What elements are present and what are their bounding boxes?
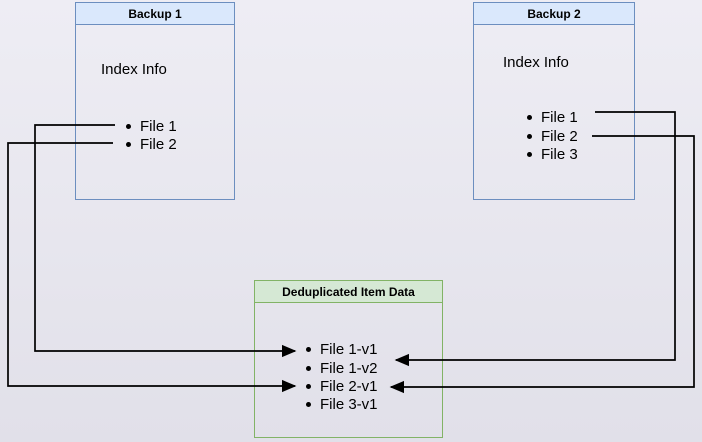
backup1-item-file2-label: File 2 <box>140 135 177 153</box>
dedup-item-file1-v1-label: File 1-v1 <box>320 340 378 358</box>
backup1-node: Backup 1 Index Info File 1 File 2 <box>75 2 235 200</box>
dedup-item-file2-v1-label: File 2-v1 <box>320 377 378 395</box>
dedup-item-file3-v1: File 3-v1 <box>306 395 378 413</box>
bullet-icon <box>527 114 532 120</box>
backup1-item-file2: File 2 <box>126 135 177 153</box>
bullet-icon <box>126 123 131 129</box>
dedup-item-file1-v2-label: File 1-v2 <box>320 359 378 377</box>
dedup-node: Deduplicated Item Data File 1-v1 File 1-… <box>254 280 443 438</box>
bullet-icon <box>126 141 131 147</box>
bullet-icon <box>527 133 532 139</box>
bullet-icon <box>306 383 311 389</box>
backup2-node: Backup 2 Index Info File 1 File 2 File 3 <box>473 2 635 200</box>
backup2-item-file1-label: File 1 <box>541 108 578 126</box>
backup2-item-file3: File 3 <box>527 145 578 163</box>
bullet-icon <box>306 401 311 407</box>
dedup-title: Deduplicated Item Data <box>255 281 442 303</box>
dedup-item-file2-v1: File 2-v1 <box>306 377 378 395</box>
backup1-item-file1: File 1 <box>126 117 177 135</box>
dedup-item-file1-v2: File 1-v2 <box>306 359 378 377</box>
bullet-icon <box>306 365 311 371</box>
backup2-item-file2: File 2 <box>527 127 578 145</box>
backup2-item-file1: File 1 <box>527 108 578 126</box>
backup2-item-file2-label: File 2 <box>541 127 578 145</box>
dedup-item-file1-v1: File 1-v1 <box>306 340 378 358</box>
backup2-item-file3-label: File 3 <box>541 145 578 163</box>
dedup-item-file3-v1-label: File 3-v1 <box>320 395 378 413</box>
bullet-icon <box>527 151 532 157</box>
backup1-item-file1-label: File 1 <box>140 117 177 135</box>
backup2-index-info-label: Index Info <box>503 54 569 71</box>
backup1-index-info-label: Index Info <box>101 61 167 78</box>
backup2-title: Backup 2 <box>474 3 634 25</box>
bullet-icon <box>306 346 311 352</box>
backup1-title: Backup 1 <box>76 3 234 25</box>
